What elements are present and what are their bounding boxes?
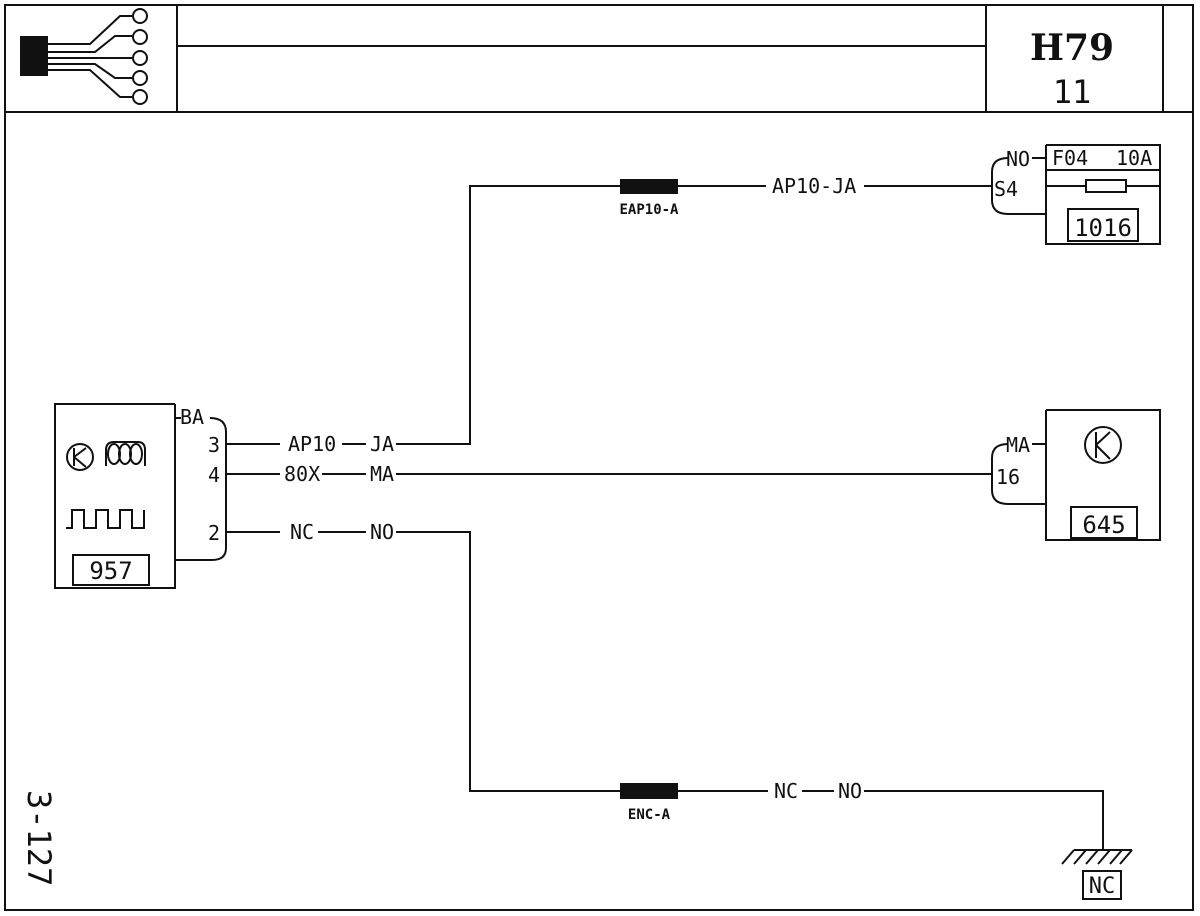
transistor-icon — [1084, 426, 1122, 464]
wire-nc-no: NC NO ENC-A NC NO — [226, 520, 1104, 850]
title-block — [5, 5, 1193, 113]
connector-enc-a — [620, 783, 678, 799]
pin-957-4: 4 — [208, 463, 220, 487]
fuse-icon — [1085, 179, 1127, 193]
connector-645-bracket — [991, 443, 1046, 505]
component-1016-id: 1016 — [1074, 214, 1132, 242]
ground-label-box — [1082, 870, 1122, 900]
ground-id: NC — [1089, 874, 1116, 899]
wire-3-code: NC — [290, 520, 314, 544]
component-645-label-box — [1070, 506, 1138, 539]
pin-957-3: 3 — [208, 433, 220, 457]
connector-645-label: MA — [1006, 433, 1030, 457]
connector-957-bracket — [175, 417, 227, 561]
connector-957-label: BA — [180, 405, 204, 429]
fuse-name: F04 — [1052, 146, 1088, 170]
coil-icon — [105, 441, 146, 466]
signal-waveform-icon — [66, 509, 145, 529]
connector-enc-a-label: ENC-A — [628, 807, 671, 823]
wire-2-color: MA — [370, 462, 394, 486]
wire-1-code: AP10 — [288, 432, 336, 456]
wire-1-line-label: AP10-JA — [772, 174, 856, 198]
connector-1016-bracket — [991, 157, 1046, 215]
wire-ap10-ja: AP10 JA EAP10-A AP10-JA — [226, 174, 992, 456]
wire-80x-ma: 80X MA — [226, 462, 992, 486]
pin-1016-s4: S4 — [994, 177, 1018, 201]
wire-3-color: NO — [370, 520, 394, 544]
connector-1016-label: NO — [1006, 147, 1030, 171]
wire-4-color: NO — [838, 779, 862, 803]
wire-1-color: JA — [370, 432, 394, 456]
wire-2-code: 80X — [284, 462, 320, 486]
connector-eap10-a-label: EAP10-A — [619, 202, 679, 218]
diagram-code: H79 — [1030, 27, 1114, 69]
ground-icon — [1061, 849, 1133, 865]
component-1016-label-box — [1067, 208, 1139, 242]
component-645-id: 645 — [1082, 511, 1125, 539]
component-1016: F04 10A 1016 — [1045, 144, 1161, 245]
connector-eap10-a — [620, 179, 678, 194]
pin-645-16: 16 — [996, 465, 1020, 489]
component-957-id: 957 — [89, 557, 132, 585]
component-957-label-box — [72, 554, 150, 586]
harness-logo-icon — [20, 8, 148, 105]
component-645: 645 — [1045, 409, 1161, 541]
diagram-frame — [4, 4, 1194, 911]
pin-957-2: 2 — [208, 521, 220, 545]
wire-4-code: NC — [774, 779, 798, 803]
fuse-rating: 10A — [1116, 146, 1152, 170]
page-number: 3-127 — [20, 790, 58, 886]
sheet-number: 11 — [1053, 73, 1092, 111]
transistor-icon — [66, 443, 94, 471]
component-957: 957 — [54, 403, 176, 589]
